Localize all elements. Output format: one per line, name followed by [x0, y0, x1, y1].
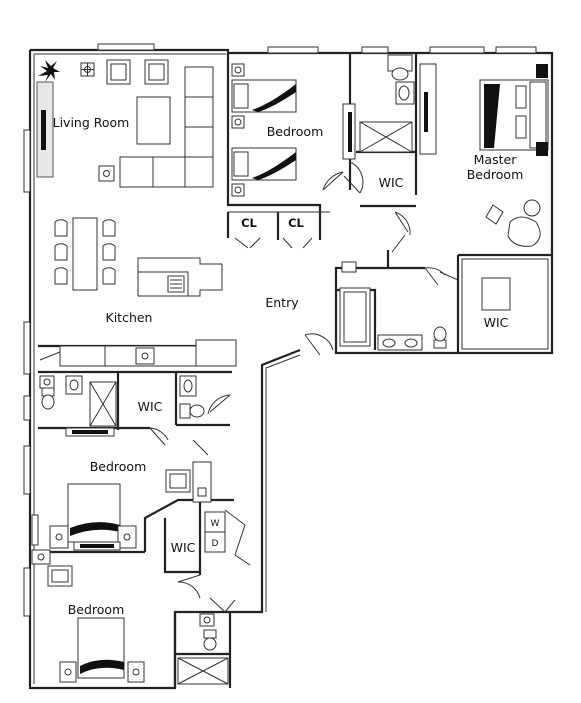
living-room-furniture: [36, 59, 214, 188]
bathtub: [339, 287, 371, 347]
room-label-living-room: Living Room: [53, 115, 130, 130]
washer-label: W: [211, 519, 220, 529]
room-label-bedroom-top: Bedroom: [267, 124, 324, 139]
coffee-table: [136, 96, 171, 145]
room-label-bedroom-mid: Bedroom: [90, 459, 147, 474]
room-label-entry: Entry: [265, 295, 299, 310]
room-label-master-line2: Bedroom: [467, 167, 524, 182]
room-label-kitchen: Kitchen: [106, 310, 153, 325]
doors: [39, 161, 459, 613]
dining-table: [72, 217, 98, 291]
room-label-wic-left-mid: WIC: [138, 399, 163, 414]
room-label-cl-right: CL: [288, 216, 304, 230]
dining-set: [54, 217, 116, 291]
kitchen-island: [137, 257, 223, 297]
room-label-master-line1: Master: [474, 152, 518, 167]
room-labels: Living Room Bedroom WIC Master Bedroom C…: [53, 115, 524, 617]
master-bedroom-furniture: [419, 63, 549, 247]
windows: [23, 43, 537, 617]
room-label-wic-master: WIC: [484, 315, 509, 330]
nightstand: [231, 183, 245, 197]
laundry: W D: [204, 511, 226, 553]
bath-mid-right: [179, 375, 205, 419]
bath-top: [359, 54, 415, 153]
bath-bottom: [177, 613, 229, 685]
bedroom-top-furniture: [231, 63, 356, 197]
exterior-walls: [28, 48, 554, 690]
kitchen-counter: [59, 339, 237, 367]
lamp-icon: [98, 165, 115, 182]
dryer-label: D: [212, 539, 219, 549]
master-bath: [339, 261, 511, 351]
room-label-wic-top: WIC: [379, 175, 404, 190]
room-label-cl-left: CL: [241, 216, 257, 230]
room-label-wic-lower: WIC: [171, 540, 196, 555]
double-vanity: [377, 334, 423, 351]
lounge-chair: [507, 216, 541, 247]
dryer: [204, 531, 226, 553]
bedroom-bottom-furniture: [31, 549, 145, 683]
bedroom-mid-furniture: [31, 461, 212, 551]
plant-icon: [38, 60, 60, 82]
bath-mid-left: [39, 375, 117, 437]
room-label-bedroom-bottom: Bedroom: [68, 602, 125, 617]
nightstand: [231, 63, 245, 77]
nightstand: [231, 115, 245, 129]
